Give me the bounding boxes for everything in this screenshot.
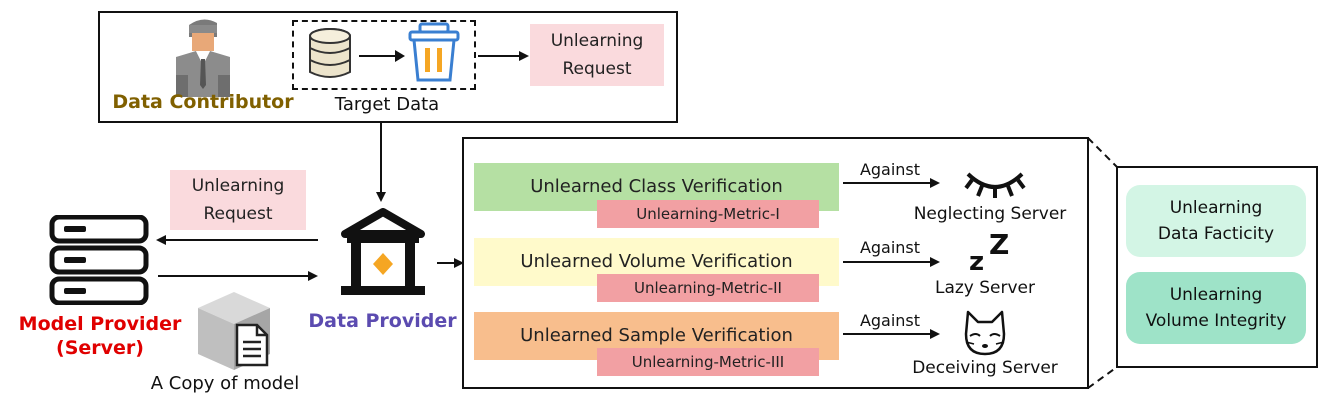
- integrity-line2: Volume Integrity: [1145, 311, 1287, 331]
- top-request-box: Unlearning Request: [530, 24, 664, 86]
- facticity-line2: Data Facticity: [1157, 224, 1275, 244]
- integrity-box: Unlearning Volume Integrity: [1126, 272, 1306, 344]
- lazy-server-label: Lazy Server: [934, 278, 1036, 298]
- trash-icon: [408, 22, 460, 82]
- verification-panel: [462, 137, 1089, 389]
- model-provider-line2: (Server): [56, 337, 144, 359]
- person-icon: [176, 19, 230, 97]
- properties-panel: [1116, 166, 1318, 368]
- arrow-db-to-trash: [359, 50, 405, 62]
- metric-3-box: Unlearning-Metric-III: [597, 348, 819, 376]
- closed-eye-icon: [964, 172, 1026, 198]
- contributor-label: Data Contributor: [112, 91, 294, 113]
- database-icon: [309, 28, 351, 78]
- facticity-box: Unlearning Data Facticity: [1126, 185, 1306, 257]
- against-3-label: Against: [859, 311, 921, 330]
- left-request-line2: Request: [203, 204, 273, 224]
- svg-text:z: z: [969, 247, 984, 272]
- copy-of-model-label: A Copy of model: [150, 373, 300, 394]
- svg-text:Z: Z: [989, 232, 1009, 261]
- model-provider-line1: Model Provider: [18, 313, 182, 335]
- left-request-box: Unlearning Request: [170, 170, 306, 230]
- target-data-box: [292, 20, 476, 90]
- metric-2-box: Unlearning-Metric-II: [597, 274, 819, 302]
- data-provider-label: Data Provider: [308, 310, 457, 332]
- integrity-line1: Unlearning: [1169, 285, 1263, 305]
- neglecting-server-label: Neglecting Server: [913, 204, 1067, 224]
- contributor-panel: [98, 11, 678, 123]
- bank-icon: [341, 208, 425, 295]
- zoom-line-bottom: [1087, 366, 1118, 389]
- top-request-line1: Unlearning: [550, 31, 644, 51]
- server-icon: [49, 215, 149, 305]
- fox-icon: [964, 310, 1006, 356]
- left-request-line1: Unlearning: [191, 176, 285, 196]
- target-data-label: Target Data: [334, 94, 440, 115]
- deceiving-server-label: Deceiving Server: [912, 358, 1058, 378]
- model-provider-label: Model Provider (Server): [10, 312, 190, 360]
- against-1-label: Against: [859, 160, 921, 179]
- top-request-line2: Request: [562, 59, 632, 79]
- zoom-line-top: [1087, 137, 1118, 168]
- against-2-label: Against: [859, 238, 921, 257]
- facticity-line1: Unlearning: [1169, 198, 1263, 218]
- metric-1-box: Unlearning-Metric-I: [597, 200, 819, 228]
- document-icon: [235, 323, 269, 367]
- sleep-icon: z Z: [969, 232, 1009, 272]
